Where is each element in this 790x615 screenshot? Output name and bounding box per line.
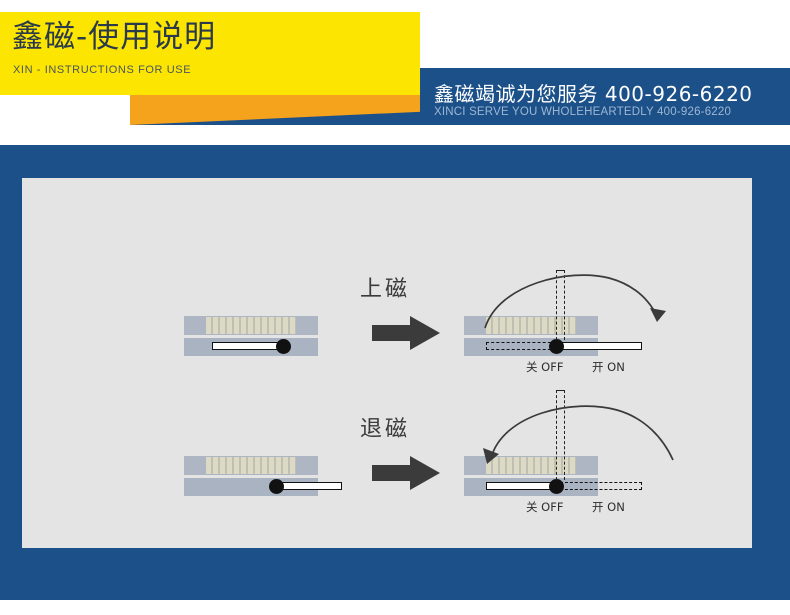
lever-previous-position (560, 482, 642, 490)
step-label-magnetize: 上磁 (360, 277, 411, 302)
contact-banner (420, 68, 790, 125)
device-upper-body (184, 456, 318, 475)
device-fins (206, 457, 296, 474)
lever-handle (560, 342, 642, 350)
switch-label-off: 关 OFF (526, 500, 564, 514)
instruction-content-box: 上磁 (22, 178, 752, 548)
device-fins (206, 317, 296, 334)
step-row-demagnetize: 退磁 (22, 390, 752, 548)
pivot-shaft (556, 270, 565, 340)
contact-banner-subtitle: XINCI SERVE YOU WHOLEHEARTEDLY 400-926-6… (434, 106, 732, 118)
rotation-arc-arrow-clockwise (477, 270, 677, 336)
flow-arrow-icon (372, 454, 440, 492)
rotation-arc-arrow-counter-clockwise (477, 394, 687, 474)
lever-knob (269, 478, 284, 494)
bottom-white-strip (0, 600, 790, 615)
lever-handle (280, 482, 342, 490)
device-fins (486, 457, 576, 474)
device-upper-body (184, 316, 318, 335)
switch-label-on: 开 ON (592, 360, 625, 374)
lever-knob (549, 478, 564, 494)
lever-handle (212, 342, 284, 350)
lever-knob (276, 338, 291, 354)
switch-label-on: 开 ON (592, 500, 625, 514)
pivot-shaft (556, 390, 565, 480)
step-label-demagnetize: 退磁 (360, 417, 411, 442)
lever-knob (549, 338, 564, 354)
device-fins (486, 317, 576, 334)
switch-label-off: 关 OFF (526, 360, 564, 374)
page-header: 鑫磁-使用说明 XIN - INSTRUCTIONS FOR USE 鑫磁竭诚为… (0, 0, 790, 145)
lever-handle (486, 482, 556, 490)
page-title: 鑫磁-使用说明 (12, 19, 217, 55)
yellow-title-block (0, 12, 420, 95)
device-magnetize-before (184, 316, 318, 356)
step-row-magnetize: 上磁 (22, 258, 752, 408)
flow-arrow-icon (372, 314, 440, 352)
contact-banner-title: 鑫磁竭诚为您服务 400-926-6220 (434, 82, 753, 106)
page-subtitle: XIN - INSTRUCTIONS FOR USE (13, 64, 192, 76)
lever-previous-position (486, 342, 556, 350)
device-demagnetize-before (184, 456, 342, 496)
